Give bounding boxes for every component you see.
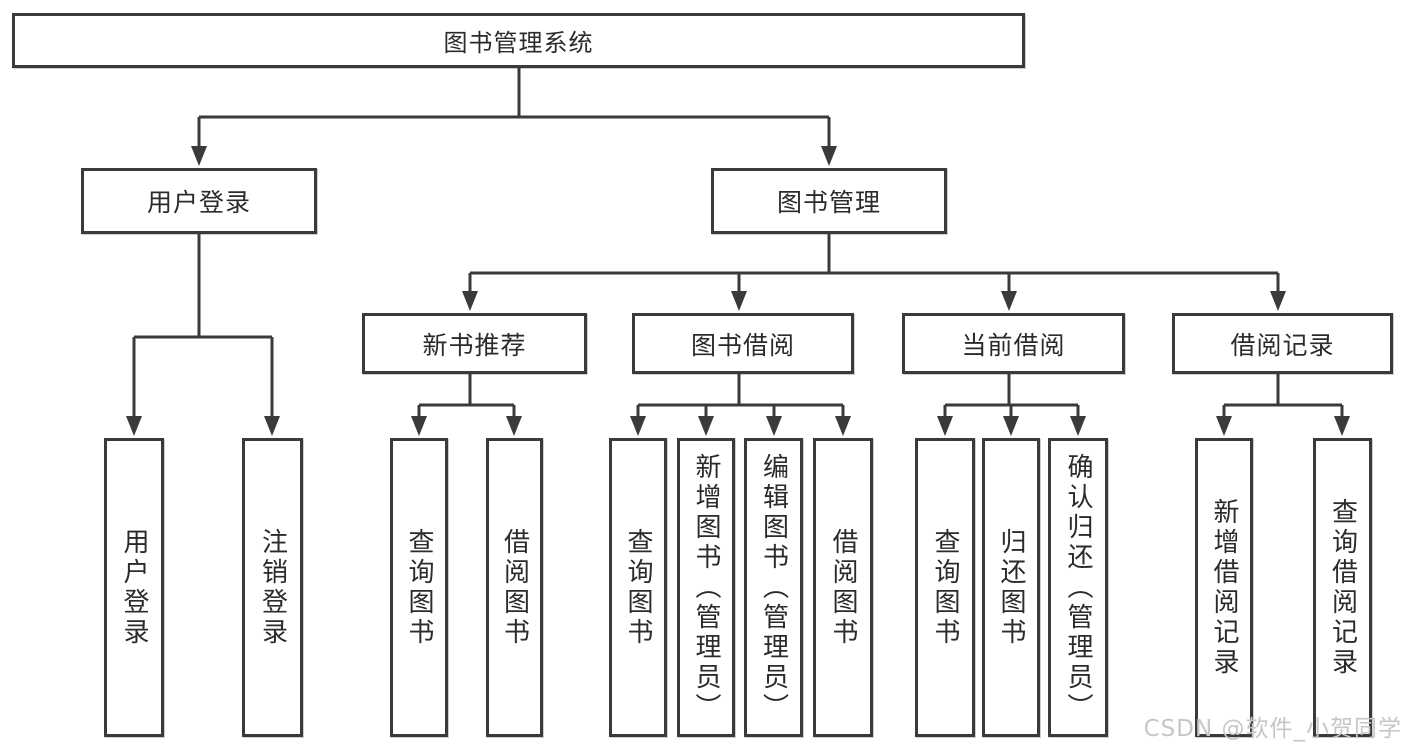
arrowhead [1216,416,1232,436]
arrowhead [462,291,478,311]
leaf-query-books-current: 查询图书 [915,438,975,737]
node-borrow-records: 借阅记录 [1172,313,1393,374]
arrowhead [191,146,207,166]
arrowhead [937,416,953,436]
arrowhead [1334,416,1350,436]
arrowhead [731,291,747,311]
node-book-borrow-label: 图书借阅 [690,330,795,360]
connector-path [132,68,1344,418]
arrowhead [630,416,646,436]
node-root-label: 图书管理系统 [443,29,594,57]
arrowhead [698,416,714,436]
arrowhead [1001,291,1017,311]
leaf-query-books-borrow-label: 查询图书 [623,527,653,648]
leaf-borrow-books-recommend-label: 借阅图书 [499,527,530,648]
arrowhead [766,416,782,436]
arrowhead [506,416,522,436]
node-book-borrow: 图书借阅 [632,313,854,374]
leaf-query-books-borrow: 查询图书 [609,438,667,737]
arrowhead [1070,416,1086,436]
leaf-borrow-books-recommend: 借阅图书 [486,438,543,737]
watermark: CSDN @软件_小贺同学 [1143,716,1402,742]
arrowhead [1003,416,1019,436]
leaf-query-books-current-label: 查询图书 [930,527,960,648]
leaf-edit-books-admin: 编辑图书（管理员） [744,438,803,737]
arrowhead [264,416,280,436]
arrowhead [411,416,427,436]
leaf-add-borrow-record: 新增借阅记录 [1195,438,1253,737]
leaf-logout-label: 注销登录 [257,527,288,648]
leaf-confirm-return-admin: 确认归还（管理员） [1048,438,1108,737]
leaf-confirm-return-admin-label: 确认归还（管理员） [1063,452,1093,723]
node-user-login: 用户登录 [81,168,317,234]
node-current-borrow: 当前借阅 [902,313,1125,374]
arrowhead [1270,291,1286,311]
arrowhead [835,416,851,436]
leaf-logout: 注销登录 [242,438,303,737]
node-current-borrow-label: 当前借阅 [961,330,1066,360]
node-book-management-label: 图书管理 [776,188,881,217]
leaf-query-borrow-record: 查询借阅记录 [1313,438,1372,737]
leaf-return-books: 归还图书 [982,438,1040,737]
arrowheads [126,146,1350,436]
leaf-query-books-recommend-label: 查询图书 [404,527,434,648]
leaf-add-books-admin: 新增图书（管理员） [677,438,735,737]
leaf-query-books-recommend: 查询图书 [390,438,448,737]
node-new-book-recommend: 新书推荐 [362,313,587,374]
node-new-book-recommend-label: 新书推荐 [422,330,527,360]
leaf-edit-books-admin-label: 编辑图书（管理员） [758,452,789,723]
node-user-login-label: 用户登录 [146,188,251,217]
leaf-add-borrow-record-label: 新增借阅记录 [1209,497,1239,678]
node-book-management: 图书管理 [711,168,947,234]
leaf-borrow-books-label: 借阅图书 [828,527,858,648]
node-borrow-records-label: 借阅记录 [1230,330,1335,360]
node-root: 图书管理系统 [12,13,1025,68]
arrowhead [126,416,142,436]
leaf-query-borrow-record-label: 查询借阅记录 [1327,497,1358,678]
leaf-borrow-books: 借阅图书 [813,438,873,737]
leaf-return-books-label: 归还图书 [996,527,1026,648]
leaf-user-login-label: 用户登录 [119,527,149,648]
leaf-add-books-admin-label: 新增图书（管理员） [691,452,721,723]
arrowhead [821,146,837,166]
leaf-user-login: 用户登录 [104,438,164,737]
